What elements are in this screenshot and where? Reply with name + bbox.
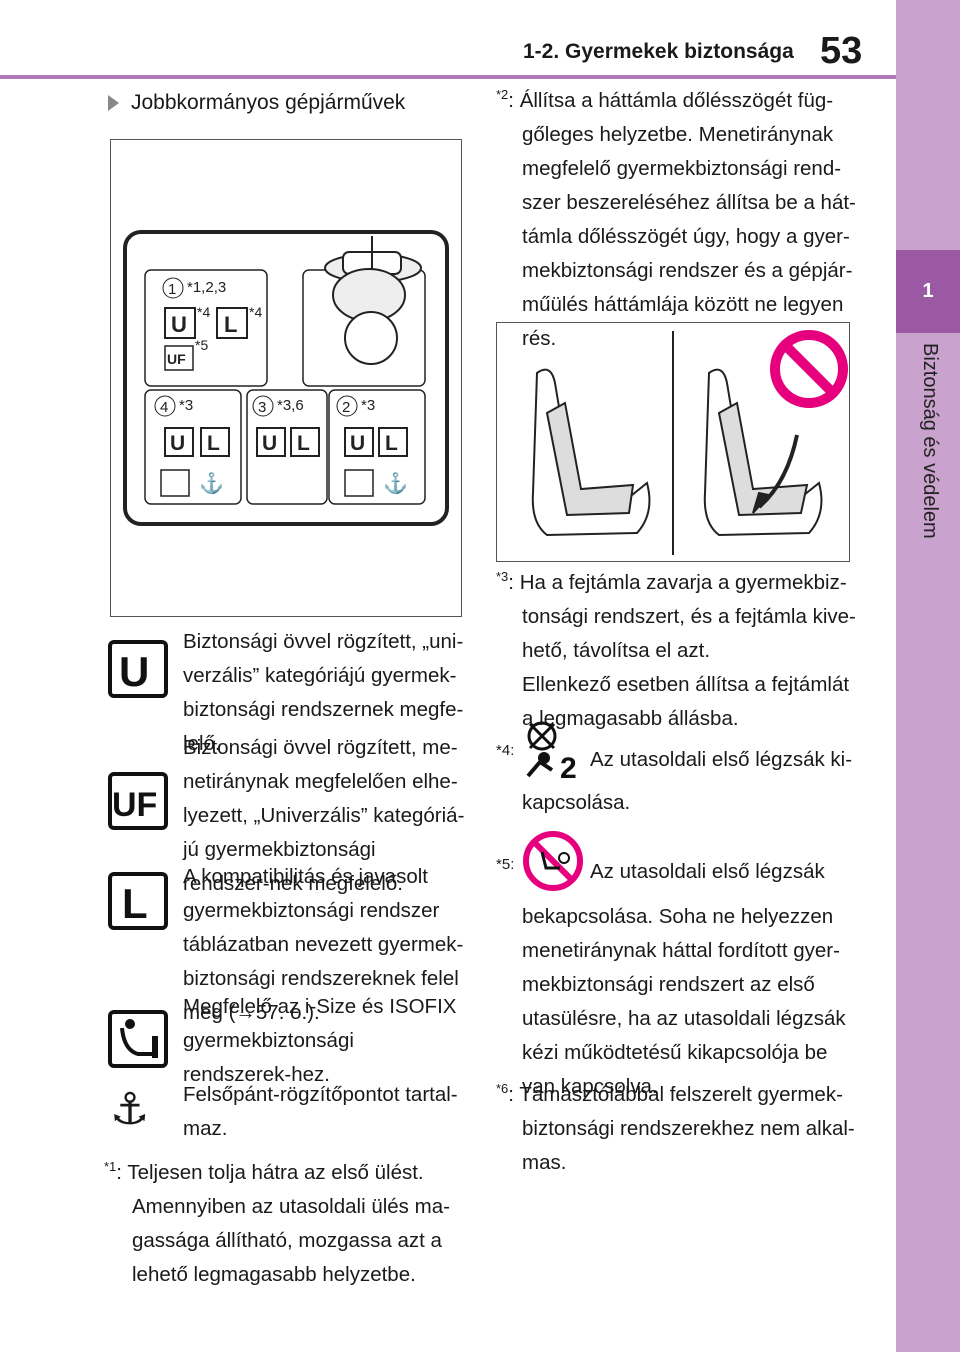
- note-3: *3: Ha a fejtámla zavarja a gyermekbiz- …: [496, 569, 856, 730]
- seat-recline-svg: [531, 330, 848, 555]
- passenger-airbag-off-icon: 2: [526, 721, 577, 780]
- svg-text:3: 3: [258, 399, 266, 416]
- svg-text:4: 4: [160, 399, 168, 416]
- svg-text:2: 2: [560, 752, 577, 780]
- svg-text:U: U: [170, 432, 185, 455]
- legend-text: Megfelelő az i-Size és ISOFIX gyermekbiz…: [183, 995, 457, 1086]
- svg-text:UF: UF: [112, 786, 157, 824]
- svg-text:L: L: [224, 312, 237, 337]
- uf-icon: UF: [108, 772, 168, 830]
- svg-text:L: L: [122, 880, 148, 927]
- note-5-text: Az utasoldali első légzsák: [590, 860, 825, 883]
- svg-text:*5: *5: [195, 337, 208, 353]
- svg-text:2: 2: [342, 399, 350, 416]
- top-tether-icon: ⚓: [110, 1085, 150, 1134]
- note-4-mark: *4:: [496, 742, 515, 759]
- legend-text: A kompatibilitás és javasolt gyermekbizt…: [183, 865, 464, 1024]
- note-6: *6: Támasztólábbal felszerelt gyermek- b…: [496, 1081, 855, 1174]
- side-tab: [896, 0, 960, 1352]
- svg-text:*4: *4: [197, 304, 210, 320]
- legend-text: Biztonsági övvel rögzített, me-netirányn…: [183, 736, 465, 895]
- svg-text:L: L: [297, 432, 310, 455]
- note-1: *1: Teljesen tolja hátra az első ülést. …: [104, 1159, 450, 1286]
- svg-text:L: L: [385, 432, 398, 455]
- svg-text:*3: *3: [361, 397, 375, 414]
- seating-diagram-svg: 1 *1,2,3 U *4 L *4 UF *5 4 *3 U L ⚓ 3 *3…: [123, 230, 449, 526]
- legend-text: Felsőpánt-rögzítőpontot tartal-maz.: [183, 1083, 458, 1140]
- note-2: *2: Állítsa a háttámla dőlésszögét füg- …: [496, 87, 856, 350]
- seating-diagram: 1 *1,2,3 U *4 L *4 UF *5 4 *3 U L ⚓ 3 *3…: [110, 139, 462, 617]
- triangle-bullet-icon: [108, 95, 119, 112]
- u-icon: U: [108, 640, 168, 698]
- seat-note: *1,2,3: [187, 279, 226, 296]
- chapter-title: Biztonság és védelem: [919, 343, 941, 539]
- prohibition-icon: [770, 330, 848, 408]
- note-4-text: Az utasoldali első légzsák ki-: [590, 748, 853, 771]
- svg-text:U: U: [262, 432, 277, 455]
- page-number: 53: [820, 30, 863, 72]
- isofix-icon: [108, 1010, 168, 1068]
- svg-text:U: U: [171, 312, 187, 337]
- l-icon: L: [108, 872, 168, 930]
- note-5-mark: *5:: [496, 856, 515, 873]
- section-heading: Jobbkormányos gépjárművek: [108, 91, 405, 115]
- svg-text:UF: UF: [167, 351, 186, 367]
- svg-text:⚓: ⚓: [199, 471, 224, 495]
- svg-text:L: L: [207, 432, 220, 455]
- driver-icon: [324, 236, 422, 365]
- note-4-text: kapcsolása.: [522, 791, 631, 814]
- legend-text: Biztonsági övvel rögzített, „uni-verzáli…: [183, 630, 464, 755]
- svg-text:*3: *3: [179, 397, 193, 414]
- header-rule: [0, 75, 896, 79]
- seat-recline-illustration: [496, 322, 850, 562]
- svg-text:U: U: [119, 648, 149, 695]
- section-title: 1-2. Gyermekek biztonsága: [523, 40, 794, 63]
- seat-number: 1: [168, 281, 176, 298]
- chapter-number: 1: [896, 250, 960, 333]
- note-5-body: bekapcsolása. Soha ne helyezzen menetirá…: [522, 905, 846, 1098]
- passenger-airbag-on-icon: [523, 831, 583, 891]
- svg-text:*3,6: *3,6: [277, 397, 304, 414]
- svg-text:*4: *4: [249, 304, 262, 320]
- svg-text:⚓: ⚓: [383, 471, 408, 495]
- svg-text:U: U: [350, 432, 365, 455]
